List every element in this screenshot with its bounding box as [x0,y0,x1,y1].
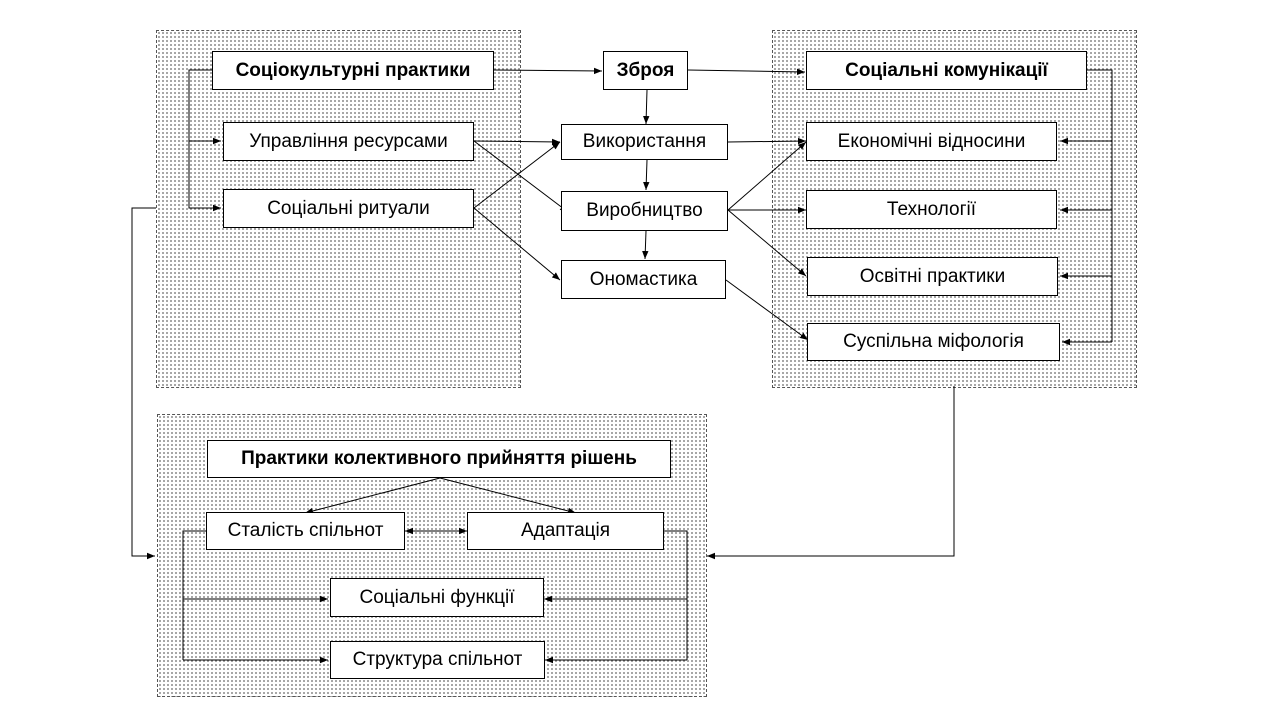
node-production: Виробництво [561,191,728,231]
arrow-resources-to-production [473,140,569,213]
arrow-weapon-to-usage [643,89,650,125]
node-sociocultural-practices: Соціокультурні практики [212,51,494,90]
node-social-mythology: Суспільна міфологія [807,323,1060,361]
node-community-structure: Структура спільнот [330,641,545,679]
arrow-resources-to-usage [473,138,561,146]
arrow-production-to-economic [727,141,807,211]
node-community-stability: Сталість спільнот [206,512,405,550]
arrow-sociocultural-to-weapon [493,67,603,75]
arrow-usage-to-production [643,159,650,191]
node-educational-practices: Освітні практики [807,257,1058,296]
arrow-right-to-collective [707,386,955,560]
arrow-rituals-to-onomastics [473,207,561,281]
arrow-rituals-to-usage [473,141,561,209]
arrow-weapon-to-communications [687,68,806,76]
arrow-decisions-to-adaptation [439,477,577,515]
node-economic-relations: Економічні відносини [806,122,1057,161]
arrow-sociocultural-to-rituals [188,141,221,212]
arrow-production-to-education [727,209,807,277]
node-social-rituals: Соціальні ритуали [223,189,474,228]
arrow-left-to-collective [131,207,156,560]
arrow-onomastics-to-mythology [725,279,809,341]
node-resource-management: Управління ресурсами [223,122,474,161]
arrow-decisions-to-stability [304,477,441,515]
node-weapon: Зброя [603,51,688,90]
node-social-communications: Соціальні комунікації [806,51,1087,90]
node-collective-decision-practices: Практики колективного прийняття рішень [207,440,671,478]
arrow-production-to-onomastics [642,230,649,260]
arrow-sociocultural-to-resources [188,69,221,145]
node-adaptation: Адаптація [467,512,664,550]
node-usage: Використання [561,124,728,160]
node-social-functions: Соціальні функції [330,578,544,617]
node-technologies: Технології [806,190,1057,229]
node-onomastics: Ономастика [561,260,726,299]
arrow-usage-to-economic [727,137,807,145]
